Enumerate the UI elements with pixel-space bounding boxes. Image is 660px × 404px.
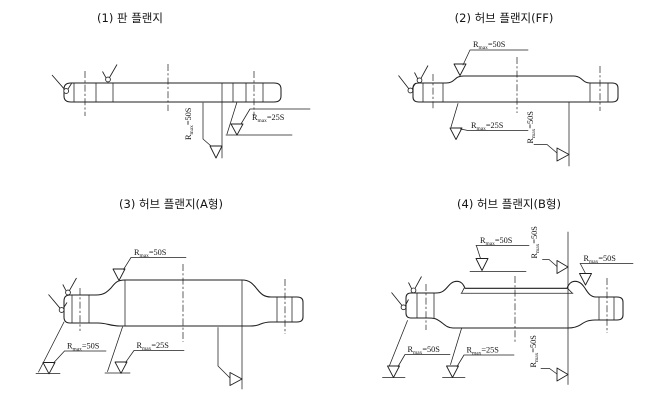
finish-triangle-icon — [556, 367, 569, 382]
finish-triangle-icon — [475, 258, 489, 271]
machining-check-icon — [391, 292, 409, 311]
roughness-label: Rmax=25S — [467, 346, 500, 357]
flange-outline — [412, 75, 619, 103]
roughness-annotation: Rmax=25S — [449, 103, 529, 140]
roughness-label: Rmax=25S — [471, 121, 504, 132]
finish-triangle-icon — [556, 260, 569, 274]
roughness-label: Rmax=50S — [184, 107, 195, 140]
roughness-annotation: Rmax=50S — [579, 254, 634, 286]
figure-plate-flange: (1) 판 플랜지 Rmax=50S Rmax= — [51, 11, 311, 159]
finish-triangle-icon — [453, 63, 467, 76]
machining-check-icon — [102, 64, 118, 83]
figure-4-title: (4) 허브 플랜지(B형) — [457, 197, 561, 211]
roughness-annotation: Rmax=50S — [35, 321, 107, 375]
center-lines — [79, 264, 286, 342]
center-lines — [432, 57, 601, 113]
roughness-label: Rmax=25S — [252, 113, 285, 124]
roughness-label: Rmax=50S — [473, 40, 506, 51]
roughness-annotation: Rmax=50S — [530, 226, 569, 385]
center-lines — [425, 276, 608, 342]
finish-triangle-icon — [209, 145, 223, 159]
roughness-annotation — [217, 326, 243, 390]
flange-outline — [63, 82, 282, 103]
finish-triangle-icon — [449, 127, 463, 140]
roughness-label: Rmax=50S — [408, 345, 441, 356]
finish-triangle-icon — [556, 147, 570, 162]
roughness-label: Rmax=50S — [526, 111, 537, 144]
figure-hub-flange-ff: (2) 허브 플랜지(FF) Rmax=50S Rmax=25 — [398, 11, 619, 167]
roughness-annotation: Rmax=50S — [184, 82, 223, 159]
roughness-annotation: Rmax=25S — [104, 326, 185, 374]
finish-triangle-icon — [387, 365, 400, 378]
machining-check-icon — [48, 294, 68, 313]
figure-2-title: (2) 허브 플랜지(FF) — [455, 11, 554, 25]
machining-check-icon — [398, 75, 416, 94]
figure-3-title: (3) 허브 플랜지(A형) — [119, 197, 223, 211]
roughness-annotation: Rmax=50S — [529, 335, 569, 382]
machining-check-icon — [408, 276, 422, 294]
roughness-label: Rmax=50S — [530, 226, 541, 259]
finish-triangle-icon — [579, 273, 592, 286]
roughness-label: Rmax=25S — [137, 341, 170, 352]
figure-1-title: (1) 판 플랜지 — [97, 11, 163, 25]
roughness-label: Rmax=50S — [480, 236, 513, 247]
machining-check-icon — [51, 74, 72, 94]
finish-triangle-icon — [42, 362, 56, 375]
roughness-label: Rmax=50S — [529, 335, 540, 368]
roughness-annotation: Rmax=50S — [382, 320, 451, 378]
machining-check-icon — [414, 65, 429, 84]
roughness-annotation: Rmax=25S — [225, 101, 311, 136]
roughness-label: Rmax=50S — [67, 342, 100, 353]
machining-check-icon — [62, 277, 77, 296]
roughness-annotation: Rmax=50S — [112, 248, 187, 281]
roughness-annotation: Rmax=50S — [469, 236, 530, 272]
figure-hub-flange-a: (3) 허브 플랜지(A형) Rmax=50S Rmax=50 — [35, 197, 304, 390]
finish-triangle-icon — [112, 268, 126, 281]
flange-outline — [405, 280, 624, 329]
finish-triangle-icon — [230, 123, 244, 136]
roughness-label: Rmax=50S — [134, 248, 167, 259]
center-lines — [84, 64, 255, 116]
finish-triangle-icon — [229, 372, 243, 386]
finish-triangle-icon — [446, 365, 459, 378]
figure-hub-flange-b: (4) 허브 플랜지(B형) Rmax=50S — [382, 197, 634, 385]
finish-triangle-icon — [114, 361, 128, 374]
flange-outline — [63, 279, 304, 327]
roughness-annotation: Rmax=25S — [442, 328, 515, 378]
roughness-label: Rmax=50S — [584, 254, 617, 265]
roughness-annotation: Rmax=50S — [453, 40, 529, 76]
roughness-annotation: Rmax=50S — [526, 102, 570, 167]
